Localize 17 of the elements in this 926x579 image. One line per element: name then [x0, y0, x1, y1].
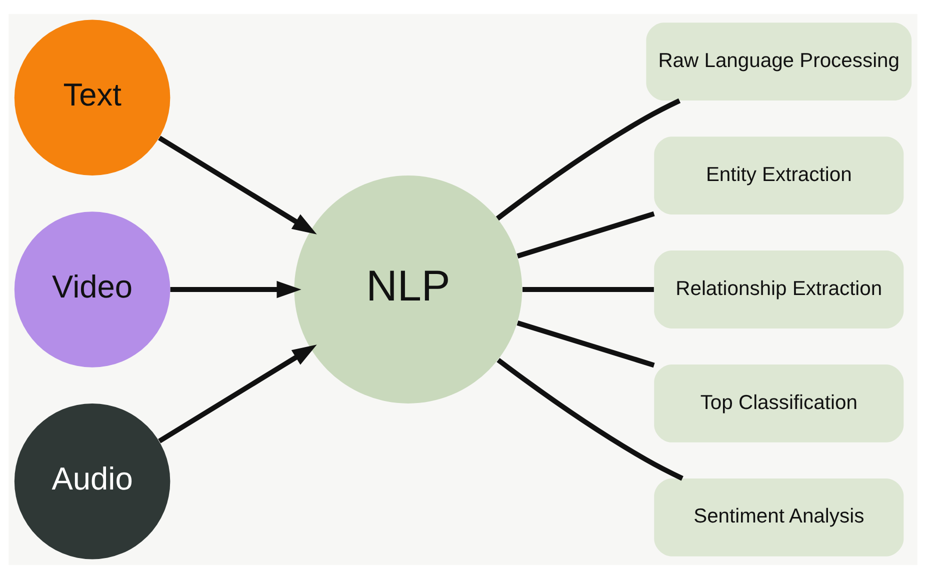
node-box: Entity Extraction	[654, 136, 904, 214]
node-circle: NLP	[294, 176, 522, 404]
arrow	[170, 280, 302, 298]
connector	[516, 320, 655, 368]
connector	[522, 286, 654, 292]
connector	[496, 98, 681, 221]
node-circle: Audio	[14, 403, 170, 560]
node-circle: Video	[14, 212, 170, 368]
node-circle: Text	[14, 20, 170, 176]
connector	[516, 211, 655, 258]
arrow	[158, 344, 317, 444]
node-box: Raw Language Processing	[646, 22, 912, 101]
arrow	[158, 136, 317, 234]
node-box: Relationship Extraction	[654, 250, 904, 328]
node-box: Top Classification	[654, 364, 904, 442]
connector	[496, 358, 684, 481]
node-box: Sentiment Analysis	[654, 478, 904, 556]
